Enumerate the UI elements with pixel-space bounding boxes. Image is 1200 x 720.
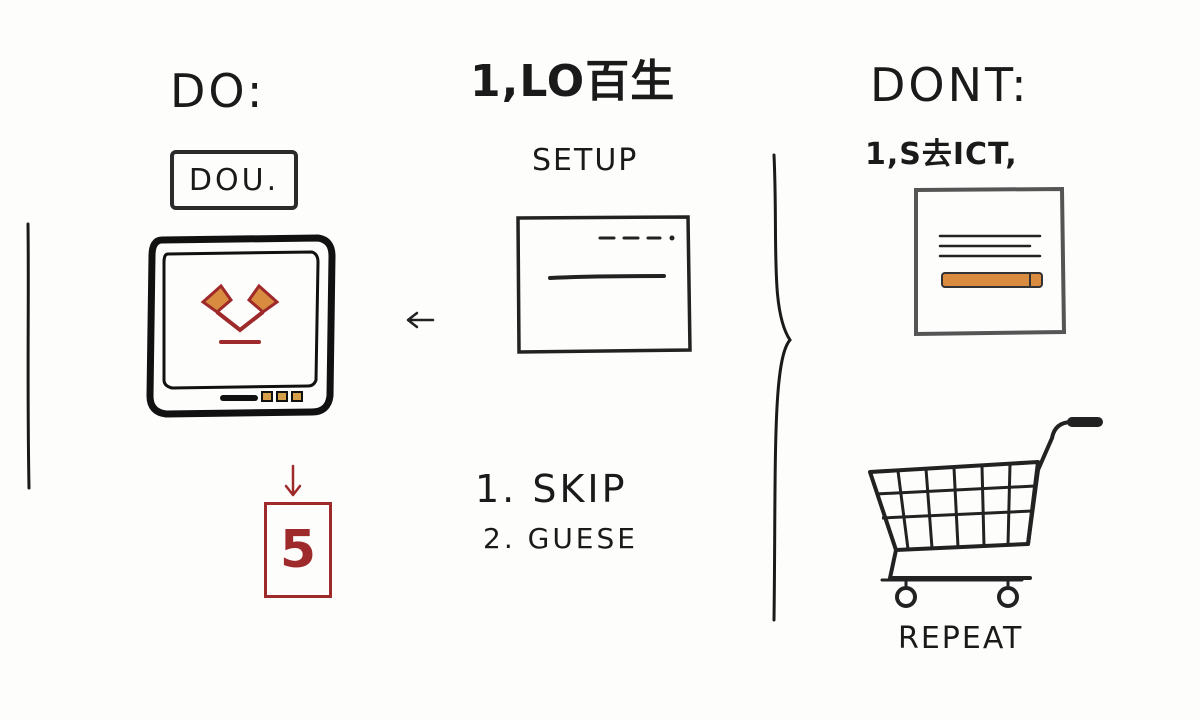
monitor-icon — [146, 234, 336, 418]
step-five-box: 5 — [264, 502, 332, 598]
v-logo-icon — [200, 283, 280, 344]
shopping-cart-icon — [868, 417, 1103, 608]
repeat-label: REPEAT — [898, 621, 1024, 656]
step-skip: 1. SKIP — [475, 467, 628, 511]
arrow-left-icon — [406, 311, 435, 329]
setup-label: SETUP — [532, 143, 639, 178]
document-icon — [914, 186, 1067, 337]
dont-subheading: 1,S去ICT, — [865, 137, 1018, 172]
right-divider — [772, 153, 792, 622]
dont-heading: DONT: — [870, 58, 1030, 112]
left-divider — [26, 222, 31, 490]
do-heading: DO: — [170, 64, 266, 118]
middle-heading: 1,LO百生 — [470, 56, 676, 107]
arrow-down-icon — [284, 464, 302, 497]
dou-badge: DOU. — [170, 150, 298, 210]
step-guese: 2. GUESE — [483, 522, 638, 555]
window-icon — [516, 215, 692, 354]
